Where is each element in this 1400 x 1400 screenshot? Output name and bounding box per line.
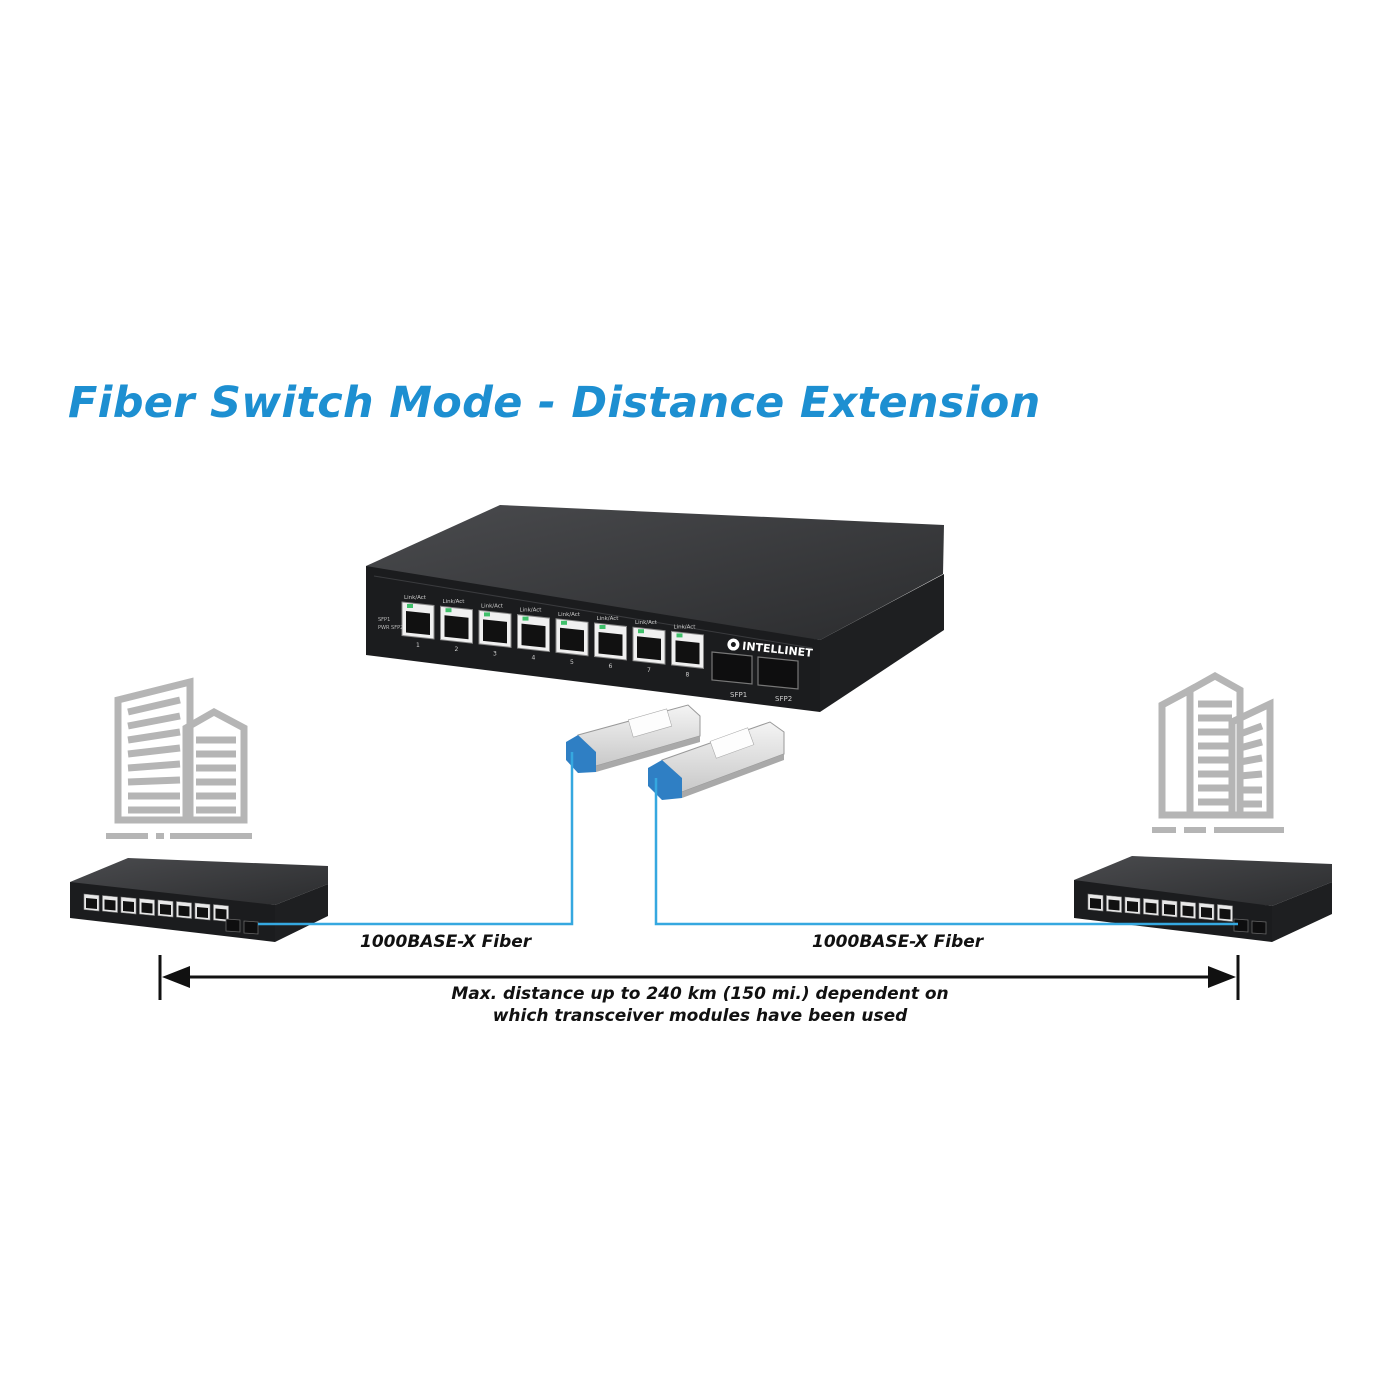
port-number: 2 [455, 646, 459, 653]
port-caption: Link/Act [404, 595, 427, 601]
port-number: 7 [647, 667, 651, 674]
rj45-socket [1127, 901, 1138, 912]
fiber-label-left: 1000BASE-X Fiber [360, 932, 532, 952]
fiber-line-left [258, 752, 574, 926]
rj45-port-2: Link/Act 2 [440, 599, 473, 653]
rj45-socket [123, 901, 134, 912]
rj45-socket [86, 898, 97, 909]
left-switch-sfp-slot-2 [243, 920, 259, 935]
rj45-port-8: Link/Act 8 [671, 624, 704, 678]
port-caption: Link/Act [674, 624, 697, 630]
link-led [599, 625, 606, 629]
double-arrow-icon [158, 955, 1240, 1000]
main-switch-sfp-slots [711, 651, 799, 690]
sfp-transceiver-icon-1 [566, 704, 701, 773]
right-switch-sfp-slot-1 [1233, 918, 1249, 933]
rj45-socket [1145, 902, 1157, 914]
main-switch-ports: Link/Act1Link/Act2Link/Act3Link/Act4Link… [401, 595, 704, 678]
distance-note-line2: which transceiver modules have been used [492, 1006, 908, 1026]
link-led [522, 616, 529, 621]
building-icon-left [114, 677, 248, 824]
fiber-label-right: 1000BASE-X Fiber [812, 932, 984, 952]
distance-note-line1: Max. distance up to 240 km (150 mi.) dep… [451, 984, 949, 1004]
right-switch-sfp-slot-2 [1251, 920, 1267, 935]
port-caption: Link/Act [443, 599, 466, 605]
page-title: Fiber Switch Mode - Distance Extension [68, 378, 1041, 428]
distance-note: Max. distance up to 240 km (150 mi.) dep… [400, 983, 1000, 1027]
rj45-port-3: Link/Act 3 [478, 603, 512, 657]
rj45-socket [1219, 908, 1231, 920]
link-led [407, 604, 413, 608]
port-caption: Link/Act [635, 620, 658, 626]
link-led [638, 629, 644, 634]
rj45-socket [197, 907, 208, 918]
rj45-port-5: Link/Act 5 [555, 612, 589, 666]
sfp-transceiver-icon-2 [648, 721, 785, 800]
rj45-socket [178, 905, 190, 917]
port-caption: Link/Act [481, 603, 504, 609]
rj45-socket [1164, 904, 1175, 915]
rj45-socket [160, 904, 171, 915]
building-icon-right [1158, 671, 1274, 819]
port-number: 4 [532, 655, 536, 662]
link-led [561, 620, 567, 625]
port-number: 8 [686, 671, 690, 678]
rj45-socket [215, 908, 227, 920]
link-led [676, 633, 683, 638]
port-number: 6 [609, 663, 613, 670]
rj45-port-4: Link/Act 4 [517, 608, 550, 662]
link-led [484, 612, 490, 617]
status-led-label-1: SFP1 [378, 617, 390, 623]
left-switch-ports [83, 893, 229, 922]
sfp2-label: SFP2 [775, 695, 792, 703]
rj45-socket [104, 899, 116, 911]
rj45-port-1: Link/Act 1 [401, 595, 435, 649]
rj45-socket [1090, 898, 1101, 909]
status-led-label-2: PWR SFP2 [378, 625, 403, 631]
left-switch-sfp-slot-1 [225, 918, 241, 933]
rj45-socket [1108, 899, 1120, 911]
port-caption: Link/Act [558, 612, 581, 618]
sfp1-label: SFP1 [730, 691, 747, 699]
rj45-port-6: Link/Act 6 [594, 616, 627, 670]
rj45-socket [141, 902, 153, 914]
main-network-switch [366, 505, 944, 712]
link-led [445, 608, 452, 613]
port-number: 5 [570, 659, 574, 666]
port-caption: Link/Act [597, 616, 620, 622]
rj45-port-7: Link/Act 7 [632, 620, 666, 674]
port-number: 1 [416, 642, 420, 649]
rj45-socket [1182, 905, 1194, 917]
rj45-socket [1201, 907, 1212, 918]
port-caption: Link/Act [520, 608, 543, 614]
right-switch-ports [1087, 893, 1233, 922]
port-number: 3 [493, 650, 497, 657]
fiber-line-right [654, 778, 1238, 926]
